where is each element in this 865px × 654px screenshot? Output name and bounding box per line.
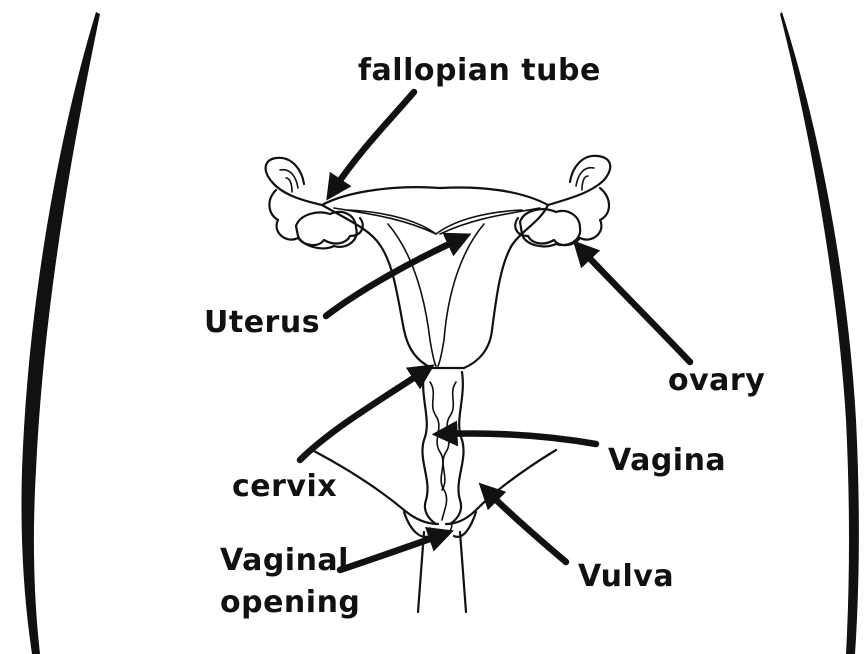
label-vaginal-opening-line2: opening [220, 588, 360, 618]
vagina-drawing [422, 372, 463, 524]
label-uterus: Uterus [204, 308, 320, 338]
arrow-ovary [580, 248, 690, 362]
label-arrows [300, 92, 690, 570]
arrow-cervix [300, 370, 426, 460]
label-vaginal-opening-line1: Vaginal [220, 546, 349, 576]
label-cervix: cervix [232, 472, 337, 502]
right-hip-outline [780, 12, 859, 654]
arrow-vagina [442, 433, 596, 444]
arrow-vaginal-opening [340, 534, 444, 570]
left-hip-outline [21, 12, 100, 654]
label-vulva: Vulva [578, 562, 674, 592]
label-vagina: Vagina [608, 446, 726, 476]
arrow-vulva [486, 490, 566, 562]
arrow-fallopian-tube [332, 92, 414, 192]
label-fallopian-tube: fallopian tube [358, 56, 601, 86]
label-ovary: ovary [668, 366, 765, 396]
